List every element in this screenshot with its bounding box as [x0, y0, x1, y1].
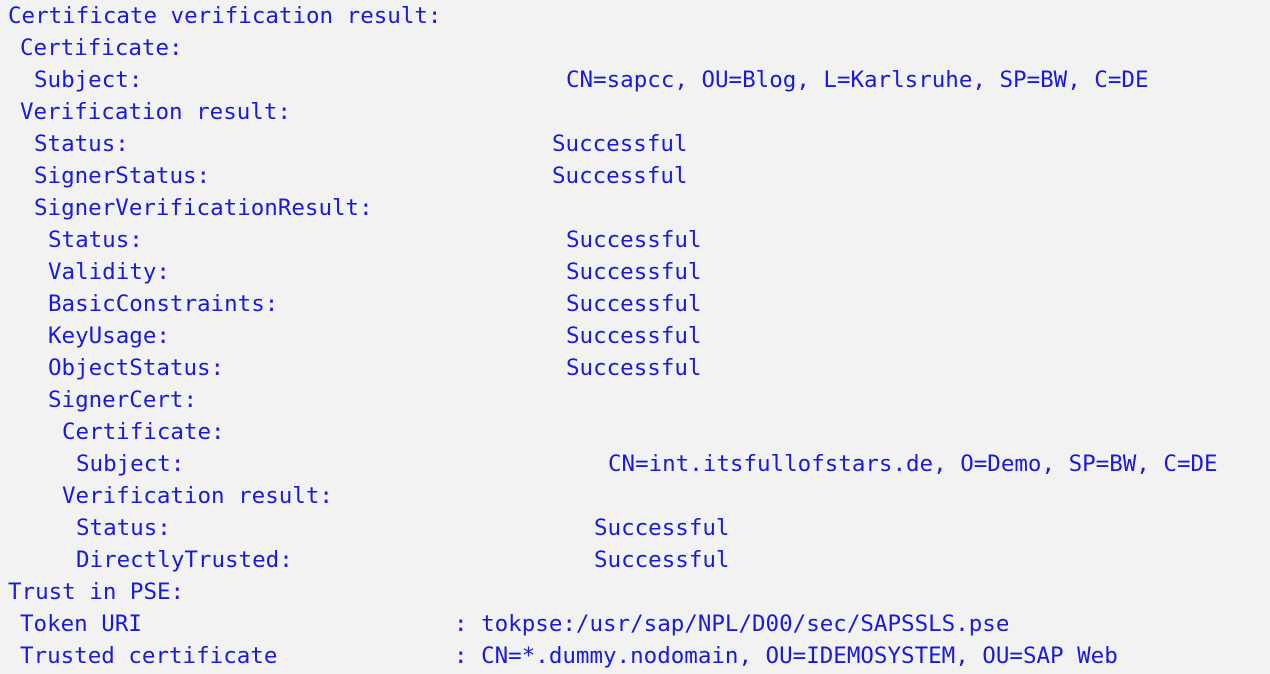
output-line-value: Successful	[552, 163, 688, 189]
output-line-label: Token URI	[20, 611, 142, 637]
output-line-value: Successful	[594, 515, 730, 541]
output-line-value: Successful	[566, 355, 702, 381]
output-line-value: Successful	[594, 547, 730, 573]
output-line-value: Successful	[566, 227, 702, 253]
output-line-value: CN=int.itsfullofstars.de, O=Demo, SP=BW,…	[608, 451, 1218, 477]
output-line-label: Status:	[76, 515, 171, 541]
output-line-label: Status:	[48, 227, 143, 253]
output-line-label: BasicConstraints:	[48, 291, 279, 317]
output-line-label: Verification result:	[62, 483, 333, 509]
output-line-label: Status:	[34, 131, 129, 157]
output-line-value: CN=sapcc, OU=Blog, L=Karlsruhe, SP=BW, C…	[566, 67, 1149, 93]
output-line-value: Successful	[566, 291, 702, 317]
output-line-label: ObjectStatus:	[48, 355, 225, 381]
output-line-label: Trust in PSE:	[8, 579, 185, 605]
output-line-label: Certificate:	[62, 419, 225, 445]
output-line-label: Validity:	[48, 259, 170, 285]
output-line-label: KeyUsage:	[48, 323, 170, 349]
output-line-value: : CN=*.dummy.nodomain, OU=IDEMOSYSTEM, O…	[454, 643, 1118, 669]
output-line-label: SignerVerificationResult:	[34, 195, 373, 221]
output-line-label: SignerStatus:	[34, 163, 211, 189]
output-line-value: : tokpse:/usr/sap/NPL/D00/sec/SAPSSLS.ps…	[454, 611, 1010, 637]
output-line-value: Successful	[552, 131, 688, 157]
output-line-label: DirectlyTrusted:	[76, 547, 293, 573]
output-line-value: Successful	[566, 323, 702, 349]
output-line-label: Certificate verification result:	[8, 3, 442, 29]
output-line-label: Certificate:	[20, 35, 183, 61]
output-line-label: Trusted certificate	[20, 643, 278, 669]
output-line-value: Successful	[566, 259, 702, 285]
output-line-label: SignerCert:	[48, 387, 198, 413]
output-line-label: Verification result:	[20, 99, 291, 125]
output-line-label: Subject:	[34, 67, 143, 93]
output-line-label: Subject:	[76, 451, 185, 477]
